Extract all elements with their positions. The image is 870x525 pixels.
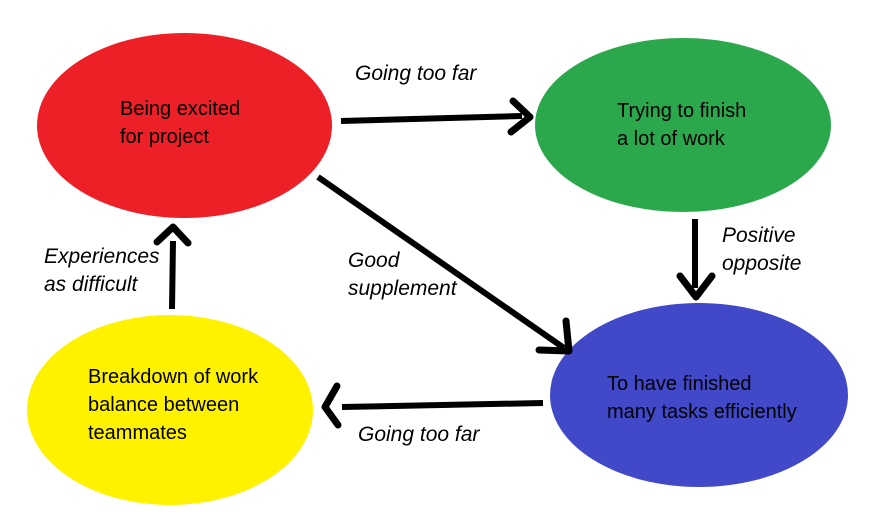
node-finished-tasks-ellipse: To have finished many tasks efficiently [550,303,848,487]
arrow-finished-to-breakdown [321,382,544,429]
edge-label-going-too-far-top: Going too far [355,62,477,85]
arrow-head-icon [676,272,716,301]
arrow-head-icon [507,97,534,136]
arrow-head-icon [153,223,192,247]
arrow-excited-to-trying [340,97,534,136]
arrow-shaft [169,240,176,310]
arrow-shaft [341,400,544,410]
edge-label-experiences-as-difficult: Experiences as difficult [44,245,160,296]
edge-label-going-too-far-bottom: Going too far [358,423,480,446]
node-finished-tasks-label: To have finished many tasks efficiently [607,373,797,423]
node-trying-to-finish-label: Trying to finish a lot of work [617,100,747,150]
edge-label-positive-opposite: Positive opposite [722,224,802,275]
arrow-trying-to-finished [676,219,716,301]
arrow-head-icon [535,317,573,355]
arrow-head-icon [321,382,342,429]
node-breakdown-ellipse: Breakdown of work balance between teamma… [27,315,313,505]
node-breakdown-label: Breakdown of work balance between teamma… [88,366,259,444]
node-trying-to-finish-ellipse: Trying to finish a lot of work [535,38,831,212]
arrow-breakdown-to-excited [153,223,192,310]
node-being-excited-label: Being excited for project [120,98,241,148]
node-being-excited-ellipse: Being excited for project [37,33,332,218]
edge-label-good-supplement: Good supplement [348,249,457,300]
arrow-shaft [340,113,523,124]
